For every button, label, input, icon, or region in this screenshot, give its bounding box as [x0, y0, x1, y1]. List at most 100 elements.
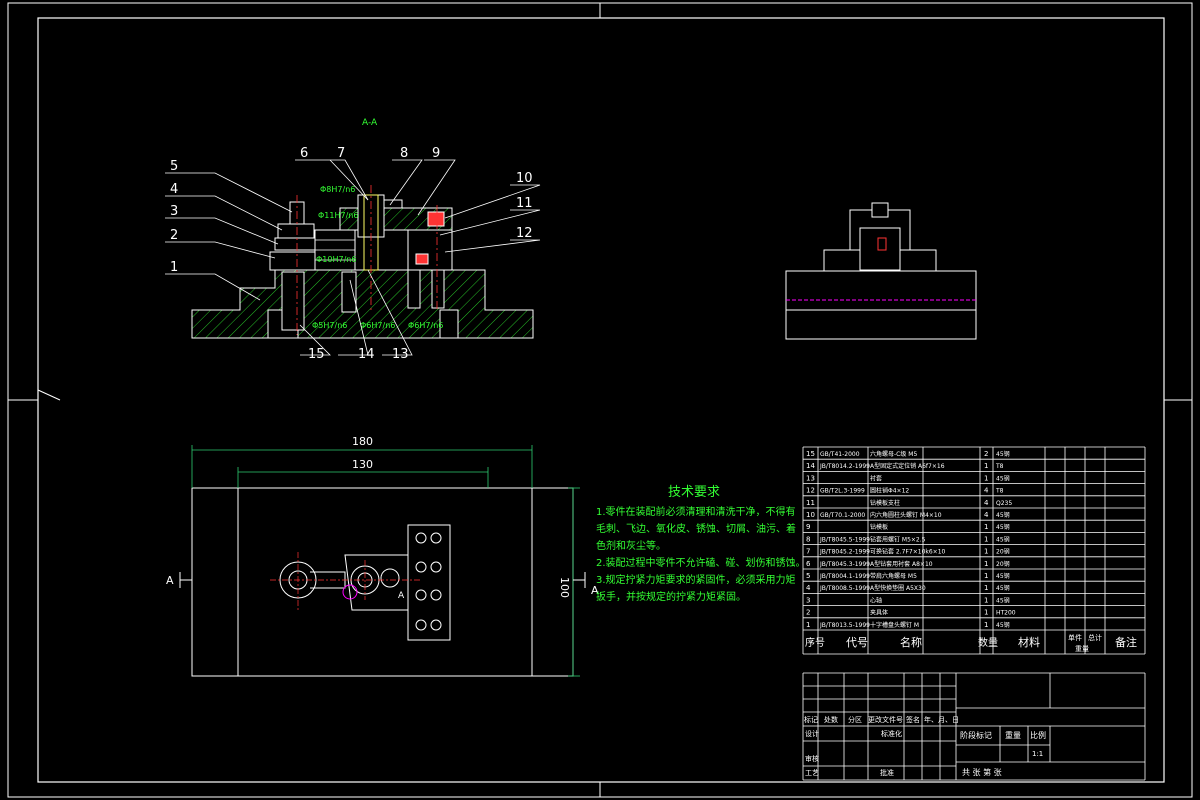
balloon-9: 9 [432, 146, 440, 161]
bom-qty: 4 [984, 487, 989, 495]
title-weight: 重量 [1005, 730, 1021, 740]
bom-no: 6 [806, 560, 811, 568]
bom-material: 45钢 [996, 523, 1010, 531]
bom-no: 5 [806, 572, 810, 580]
bom-header-unit: 单件 [1068, 633, 1082, 642]
bom-name: 十字槽盘头螺钉 M [870, 621, 919, 629]
title-count: 处数 [824, 715, 838, 724]
bom-material: 45钢 [996, 511, 1010, 519]
title-scale_val: 1:1 [1032, 750, 1043, 758]
bom-qty: 1 [984, 621, 988, 629]
bom-qty: 4 [984, 511, 989, 519]
section-view [191, 185, 534, 339]
bom-name: A型固定式定位销 A6f7×16 [870, 462, 945, 470]
outer-frame [7, 2, 1193, 798]
bom-no: 11 [806, 499, 815, 507]
title-block: 标记处数分区更改文件号签名年、月、日设计标准化阶段标记重量比例1:1审核工艺批准… [802, 672, 1146, 781]
bom-material: 20钢 [996, 560, 1010, 568]
bom-header-material: 材料 [1018, 635, 1040, 649]
bom-qty: 1 [984, 548, 988, 556]
dim-overall-width: 180 [352, 435, 373, 448]
bom-material: Q235 [996, 500, 1012, 507]
bom-no: 13 [806, 474, 815, 482]
bom-code: JB/T8045.2-1999 [819, 549, 870, 556]
bom-material: T8 [995, 463, 1004, 470]
svg-text:Φ10H7/n6: Φ10H7/n6 [316, 255, 356, 264]
leader-lines [165, 159, 541, 356]
svg-text:3.规定拧紧力矩要求的紧固件，必须采用力矩: 3.规定拧紧力矩要求的紧固件，必须采用力矩 [596, 573, 796, 586]
bom-no: 8 [806, 535, 810, 543]
svg-text:Φ6H7/n6: Φ6H7/n6 [360, 321, 395, 330]
bom-no: 14 [806, 462, 815, 470]
bom-name: 六角螺母-C级 M5 [870, 450, 917, 458]
bom-no: 2 [806, 609, 810, 617]
title-sheets: 共 张 第 张 [962, 767, 1002, 777]
bom-code: JB/T8014.2-1999 [819, 463, 870, 470]
bom-header-weight: 重量 [1075, 645, 1089, 653]
bom-material: 45钢 [996, 450, 1010, 458]
tech-lines: 1.零件在装配前必须清理和清洗干净，不得有 毛刺、飞边、氧化皮、锈蚀、切屑、油污… [596, 505, 806, 603]
balloon-7: 7 [337, 146, 345, 161]
bom-name: A型钻套用衬套 A8×10 [870, 560, 933, 568]
bom-material: 45钢 [996, 621, 1010, 629]
bom-no: 1 [806, 621, 810, 629]
section-title: A-A [362, 118, 378, 128]
balloon-11: 11 [516, 196, 533, 211]
balloon-1: 1 [170, 260, 178, 275]
title-approve: 批准 [880, 768, 894, 777]
dimensions [191, 445, 580, 677]
bom-name: 钻模板 [870, 523, 888, 531]
balloon-10: 10 [516, 171, 533, 186]
bom-no: 3 [806, 596, 810, 604]
svg-text:色剂和灰尘等。: 色剂和灰尘等。 [596, 539, 666, 552]
title-process: 工艺 [805, 769, 819, 777]
bom-material: 20钢 [996, 548, 1010, 556]
bom-no: 12 [806, 487, 815, 495]
svg-text:1.零件在装配前必须清理和清洗干净，不得有: 1.零件在装配前必须清理和清洗干净，不得有 [596, 505, 796, 518]
bom-qty: 1 [984, 584, 988, 592]
dim-height: 100 [558, 577, 571, 598]
bom-qty: 1 [984, 596, 988, 604]
bom-name: 可换钻套 2.7F7×10k6×10 [870, 548, 946, 556]
bom-name: 钻模板支柱 [870, 499, 900, 507]
bom-code: GB/T70.1-2000 [820, 512, 865, 519]
bom-material: T8 [995, 488, 1004, 495]
balloon-6: 6 [300, 146, 308, 161]
balloon-2: 2 [170, 228, 178, 243]
bom-name: 圆柱销Φ4×12 [870, 487, 909, 495]
svg-text:Φ8H7/n6: Φ8H7/n6 [320, 185, 355, 194]
tech-title: 技术要求 [668, 485, 720, 500]
bom-material: 45钢 [996, 572, 1010, 580]
svg-text:毛刺、飞边、氧化皮、锈蚀、切屑、油污、着: 毛刺、飞边、氧化皮、锈蚀、切屑、油污、着 [596, 522, 796, 535]
title-review: 审核 [805, 754, 819, 763]
bom-material: 45钢 [996, 596, 1010, 604]
balloon-12: 12 [516, 226, 533, 241]
bom-header-name: 名称 [900, 635, 922, 649]
svg-text:2.装配过程中零件不允许磕、碰、划伤和锈蚀。: 2.装配过程中零件不允许磕、碰、划伤和锈蚀。 [596, 556, 806, 569]
bom-name: 衬套 [870, 474, 882, 482]
balloon-5: 5 [170, 159, 178, 174]
svg-text:扳手，并按规定的拧紧力矩紧固。: 扳手，并按规定的拧紧力矩紧固。 [596, 590, 746, 603]
bom-header-code: 代号 [846, 636, 868, 649]
bom-material: 45钢 [996, 584, 1010, 592]
section-mark-mid: A [398, 591, 405, 601]
bom-code: JB/T8045.5-1999 [819, 536, 870, 543]
center-marks [8, 3, 1192, 797]
bom-code: GB/T2L.3-1999 [820, 488, 865, 495]
section-mark-right: A [591, 584, 599, 597]
bom-qty: 1 [984, 474, 988, 482]
title-docno: 更改文件号 [868, 715, 903, 724]
inner-frame [37, 17, 1165, 783]
balloon-13: 13 [392, 347, 409, 362]
bom-qty: 1 [984, 560, 988, 568]
bom-name: 夹具体 [870, 609, 888, 617]
dim-inner-width: 130 [352, 458, 373, 471]
part-balloons: 5 4 3 2 1 6 7 8 9 10 11 12 15 14 13 [170, 146, 533, 362]
bom-material: 45钢 [996, 474, 1010, 482]
bom-no: 4 [806, 584, 811, 592]
title-design: 设计 [805, 729, 819, 738]
bom-qty: 1 [984, 535, 988, 543]
balloon-3: 3 [170, 204, 178, 219]
fit-annotations: Φ8H7/n6 Φ11H7/n6 Φ10H7/n6 Φ5H7/n6 Φ6H7/n… [312, 185, 443, 330]
